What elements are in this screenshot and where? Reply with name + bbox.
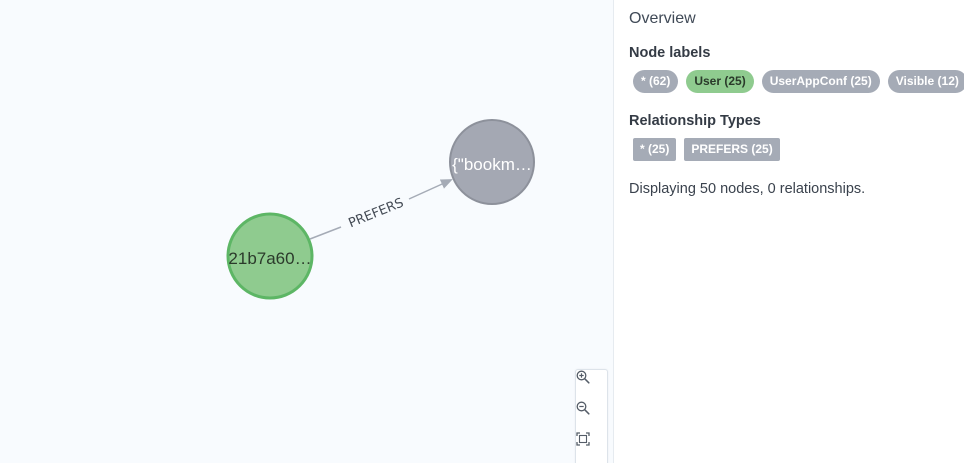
relationship-line-end [408, 179, 453, 200]
display-summary: Displaying 50 nodes, 0 relationships. [629, 181, 866, 197]
zoom-out-icon [576, 401, 590, 415]
overview-title: Overview [629, 10, 696, 27]
graph-canvas[interactable]: PREFERS 21b7a60… {"bookm… [0, 0, 613, 463]
panel-divider[interactable] [613, 0, 614, 463]
node-label-chip-all[interactable]: * (62) [633, 70, 679, 93]
node-user[interactable]: 21b7a60… [226, 212, 314, 300]
relationship-type-chip-all[interactable]: * (25) [633, 138, 677, 161]
node-label-chip-user[interactable]: User (25) [686, 70, 754, 93]
relationship-types-title: Relationship Types [629, 113, 761, 129]
overview-panel: Overview Node labels * (62) User (25) Us… [614, 0, 964, 463]
node-labels-title: Node labels [629, 45, 711, 61]
node-user-label: 21b7a60… [228, 249, 311, 268]
relationship-type-chip-prefers[interactable]: PREFERS (25) [684, 138, 780, 161]
node-user-circle[interactable] [226, 212, 314, 300]
zoom-in-button[interactable] [576, 370, 607, 400]
relationship-line-start [309, 226, 342, 240]
relationship-types-list: * (25) PREFERS (25) [633, 138, 964, 161]
relationship-label: PREFERS [346, 196, 405, 232]
fit-to-screen-icon [576, 432, 590, 446]
node-userappconf-label: {"bookm… [452, 155, 532, 174]
zoom-out-button[interactable] [576, 401, 607, 431]
node-labels-list: * (62) User (25) UserAppConf (25) Visibl… [633, 70, 964, 93]
node-userappconf-circle[interactable] [449, 119, 535, 205]
node-userappconf[interactable]: {"bookm… [449, 119, 535, 205]
relationship-prefers[interactable]: PREFERS [309, 179, 453, 240]
fit-to-screen-button[interactable] [576, 432, 607, 462]
zoom-controls [575, 369, 608, 463]
node-label-chip-visible[interactable]: Visible (12) [887, 70, 964, 93]
zoom-in-icon [576, 370, 590, 384]
node-label-chip-userappconf[interactable]: UserAppConf (25) [761, 70, 880, 93]
graph-svg[interactable]: PREFERS 21b7a60… {"bookm… [0, 0, 613, 463]
